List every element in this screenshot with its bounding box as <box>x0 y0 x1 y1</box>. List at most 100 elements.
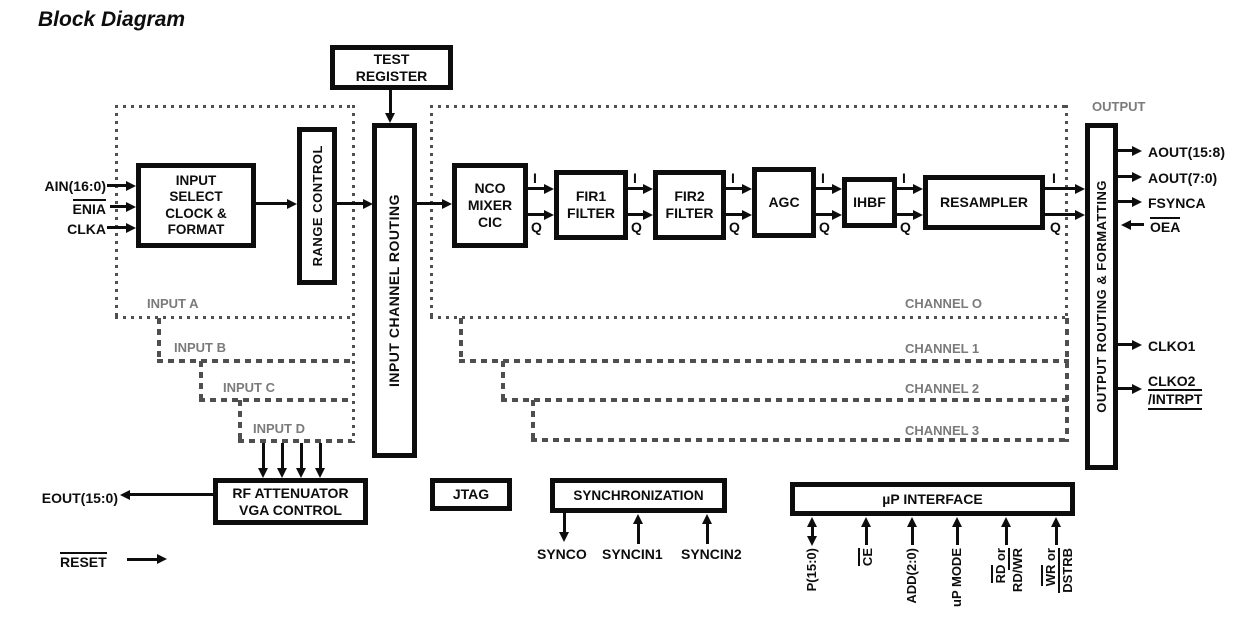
input-b-region-border <box>157 318 161 361</box>
iq-wire <box>726 187 743 190</box>
clko1-wire <box>1118 343 1134 346</box>
input-c-region-border <box>199 398 352 402</box>
resampler-block: RESAMPLER <box>923 175 1045 230</box>
iq-arrowhead <box>643 210 653 220</box>
iq-arrowhead <box>832 210 842 220</box>
add-wire <box>911 525 914 545</box>
rangecontrol-icr-wire <box>337 202 365 205</box>
ce-pin-label: CE <box>858 548 875 567</box>
input-a-region-border <box>115 316 352 319</box>
input-select-block: INPUT SELECT CLOCK & FORMAT <box>136 163 256 248</box>
clka-pin-label: CLKA <box>67 221 106 237</box>
rf-arrowhead <box>277 468 287 478</box>
clko2-arrowhead <box>1132 384 1142 394</box>
channel-2-label: CHANNEL 2 <box>905 381 980 396</box>
test-register-block: TEST REGISTER <box>330 45 453 90</box>
iq-wire <box>1045 187 1076 190</box>
channel-3-region-border <box>531 400 535 440</box>
iq-wire <box>1045 213 1076 216</box>
jtag-block: JTAG <box>430 478 512 511</box>
i-signal-label: I <box>902 170 906 186</box>
reset-wire <box>127 558 159 561</box>
upmode-pin-label: uP MODE <box>949 548 964 607</box>
reset-arrowhead <box>157 554 167 564</box>
input-a-label: INPUT A <box>147 296 199 311</box>
oea-wire <box>1130 223 1144 226</box>
eout-wire <box>129 493 213 496</box>
iq-arrowhead <box>1075 210 1085 220</box>
input-c-region-border <box>199 361 203 400</box>
iq-wire <box>897 213 914 216</box>
range-control-block: RANGE CONTROL <box>297 127 337 285</box>
rf-arrowhead <box>315 468 325 478</box>
channel-1-label: CHANNEL 1 <box>905 341 980 356</box>
iq-wire <box>897 187 914 190</box>
clko1-pin-label: CLKO1 <box>1148 338 1196 354</box>
clka-arrowhead <box>126 223 136 233</box>
input-d-region-border <box>238 400 242 441</box>
p-bus-pin-label: P(15:0) <box>804 548 819 592</box>
syncin1-pin-label: SYNCIN1 <box>602 546 663 562</box>
oea-pin-label: OEA <box>1150 217 1181 235</box>
rd-wire <box>1005 525 1008 545</box>
aout-hi-arrowhead <box>1132 146 1142 156</box>
iq-arrowhead <box>742 184 752 194</box>
synco-wire <box>563 513 566 534</box>
fir2-filter-block: FIR2 FILTER <box>653 170 726 240</box>
ain-wire <box>107 184 127 187</box>
page-title: Block Diagram <box>38 8 186 31</box>
input-b-label: INPUT B <box>174 340 226 355</box>
iq-arrowhead <box>544 210 554 220</box>
iq-arrowhead <box>832 184 842 194</box>
clko2-wire <box>1118 387 1134 390</box>
rf-wire <box>262 443 265 470</box>
p-bus-arrowhead-down <box>807 536 817 546</box>
wr-pin-label: WR or DSTRB <box>1041 548 1075 593</box>
rf-arrowhead <box>258 468 268 478</box>
iq-arrowhead <box>742 210 752 220</box>
clka-wire <box>107 226 127 229</box>
channel-3-region-border <box>531 438 1069 442</box>
p-bus-arrowhead-up <box>807 517 817 527</box>
inputselect-rangecontrol-wire <box>256 202 289 205</box>
input-channel-routing-block: INPUT CHANNEL ROUTING <box>372 123 417 458</box>
aout-lo-wire <box>1118 175 1134 178</box>
aout-hi-wire <box>1118 149 1134 152</box>
input-d-region-border <box>238 439 352 443</box>
iq-wire <box>726 213 743 216</box>
input-a-region-border <box>115 105 352 108</box>
fsynca-wire <box>1118 200 1134 203</box>
agc-block: AGC <box>752 167 816 238</box>
i-signal-label: I <box>633 170 637 186</box>
iq-wire <box>528 213 545 216</box>
ce-arrowhead <box>861 517 871 527</box>
rf-wire <box>281 443 284 470</box>
channel-1-region-border <box>459 318 463 361</box>
upmode-wire <box>956 525 959 545</box>
q-signal-label: Q <box>900 219 911 235</box>
iq-arrowhead <box>544 184 554 194</box>
nco-mixer-cic-block: NCO MIXER CIC <box>452 163 528 248</box>
rf-wire <box>300 443 303 470</box>
iq-arrowhead <box>643 184 653 194</box>
synco-arrowhead <box>559 532 569 542</box>
channel-0-region-border <box>430 105 1068 108</box>
eout-arrowhead <box>120 490 130 500</box>
wr-wire <box>1055 525 1058 545</box>
fsynca-arrowhead <box>1132 197 1142 207</box>
input-d-label: INPUT D <box>253 421 305 436</box>
icr-nco-wire <box>417 202 444 205</box>
icr-nco-arrowhead <box>442 199 452 209</box>
aout-hi-pin-label: AOUT(15:8) <box>1148 144 1226 160</box>
p-bus-wire <box>811 525 814 538</box>
enia-wire <box>110 205 127 208</box>
add-pin-label: ADD(2:0) <box>904 548 919 604</box>
clko1-arrowhead <box>1132 340 1142 350</box>
testregister-icr-wire <box>389 90 392 115</box>
ce-wire <box>865 525 868 545</box>
rd-arrowhead <box>1001 517 1011 527</box>
aout-lo-pin-label: AOUT(7:0) <box>1148 170 1218 186</box>
synco-pin-label: SYNCO <box>537 546 587 562</box>
enia-pin-label: ENIA <box>72 199 106 217</box>
